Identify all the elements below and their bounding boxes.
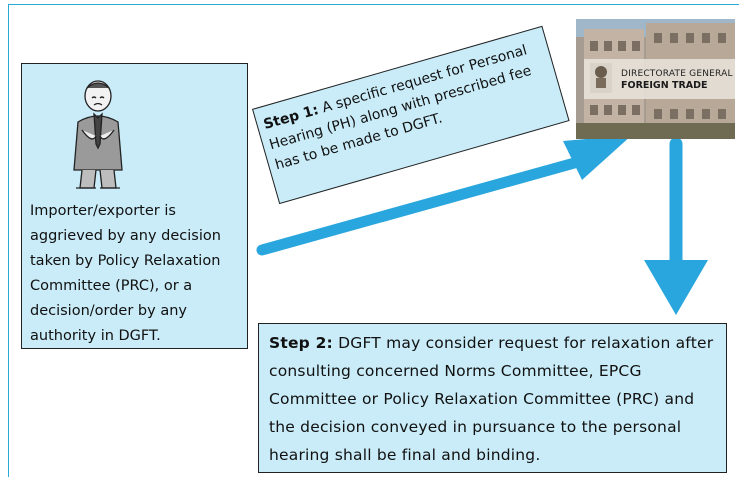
- photo-caption-line2: FOREIGN TRADE: [621, 80, 708, 91]
- arrow-to-dgft: [256, 135, 632, 256]
- importer-box: Importer/exporter is aggrieved by any de…: [21, 63, 248, 349]
- step2-description: DGFT may consider request for relaxation…: [269, 334, 714, 464]
- arrow-down: [644, 137, 708, 315]
- step2-text: Step 2: DGFT may consider request for re…: [269, 329, 724, 469]
- building-illustration: [576, 19, 735, 139]
- step2-label: Step 2:: [269, 334, 333, 352]
- dgft-building-image: DIRECTORATE GENERAL OF FOREIGN TRADE: [576, 19, 735, 139]
- step2-box: Step 2: DGFT may consider request for re…: [258, 323, 727, 473]
- worried-man-icon: [73, 80, 123, 189]
- photo-caption-line1: DIRECTORATE GENERAL OF: [621, 69, 735, 79]
- emblem-icon: [590, 63, 612, 93]
- importer-text: Importer/exporter is aggrieved by any de…: [30, 203, 221, 344]
- frame-border: [8, 4, 739, 477]
